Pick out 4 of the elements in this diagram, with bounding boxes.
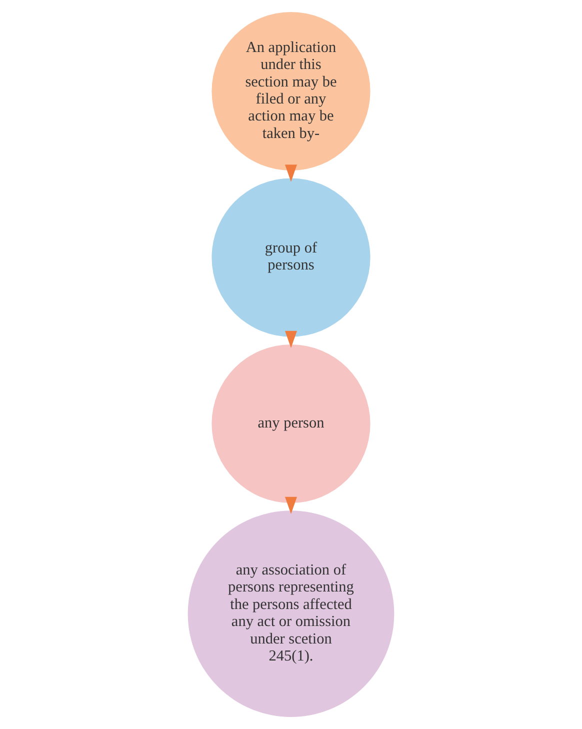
arrow: [284, 164, 298, 182]
arrow: [284, 330, 298, 348]
arrow: [284, 496, 298, 514]
node-circle: any association of persons representing the persons affected any act or omission under scetion 245(1).: [188, 510, 394, 718]
